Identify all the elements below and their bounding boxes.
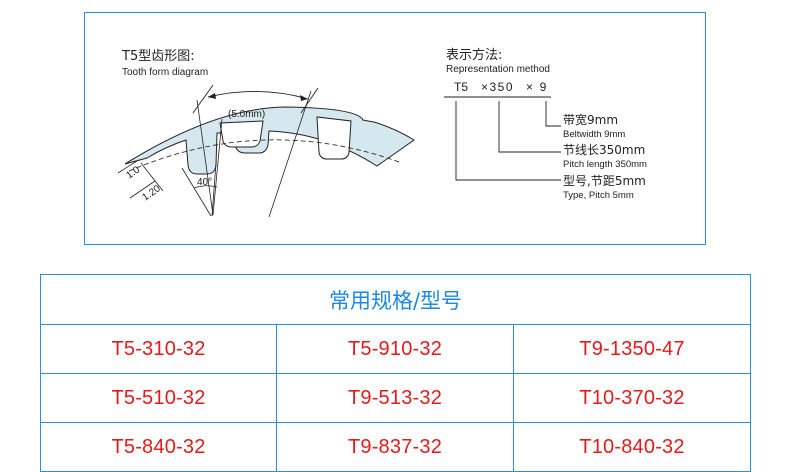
label-length-en: Pitch length 350mm [563, 159, 647, 170]
code-width: × 9 [526, 80, 547, 94]
representation-title: 表示方法: [446, 47, 502, 63]
angle-ray-3 [268, 90, 312, 218]
table-row: T5-310-32 T5-910-32 T9-1350-47 [40, 324, 751, 374]
spec-table: 常用规格/型号 T5-310-32 T5-910-32 T9-1350-47 T… [40, 274, 751, 472]
label-width-cn: 带宽9mm [563, 112, 618, 127]
label-length-cn: 节线长350mm [563, 143, 645, 157]
dim-ext-left [192, 84, 214, 114]
spec-cell: T9-513-32 [276, 373, 514, 423]
dim-pitch-label: (5.0mm) [228, 109, 265, 120]
dim-arrow-right [300, 95, 308, 101]
angle-line-left [181, 167, 212, 217]
leader-width [545, 101, 561, 127]
dim-arc-top [207, 91, 309, 100]
representation-subtitle: Representation method [446, 64, 550, 75]
spec-table-title: 常用规格/型号 [40, 274, 751, 325]
table-row: T5-840-32 T9-837-32 T10-840-32 [40, 422, 751, 472]
diagram-panel: T5型齿形图: Tooth form diagram (5.0mm) 1.0 1… [84, 12, 706, 245]
dim-left-tick-1 [117, 160, 138, 174]
table-row: T5-510-32 T9-513-32 T10-370-32 [40, 373, 751, 423]
tooth-diagram-title: T5型齿形图: [121, 49, 195, 64]
dim-left-tick-2 [129, 180, 156, 199]
angle-ray-1 [196, 99, 214, 216]
dim-arrow-left [208, 93, 216, 99]
label-type-cn: 型号,节距5mm [563, 174, 646, 188]
label-width-en: Beltwidth 9mm [563, 129, 625, 140]
tooth-gap-2 [316, 116, 352, 160]
spec-cell: T5-910-32 [276, 324, 514, 374]
spec-cell: T9-837-32 [276, 422, 514, 472]
angle-arc [193, 185, 218, 189]
angle-line-right [211, 162, 217, 217]
tooth-gap-1 [219, 120, 264, 148]
dim-left-tick-3 [140, 162, 164, 192]
spec-cell: T5-310-32 [40, 324, 277, 374]
pitch-line [128, 139, 403, 172]
spec-cell: T10-370-32 [513, 373, 751, 423]
leader-length [498, 101, 561, 153]
spec-cell: T5-510-32 [40, 373, 277, 423]
spec-table-header-row: 常用规格/型号 [40, 274, 751, 325]
belt-body [124, 106, 415, 175]
label-type-en: Type, Pitch 5mm [563, 190, 634, 201]
angle-ray-2 [212, 118, 223, 216]
dim-angle-label: 40° [197, 177, 212, 188]
code-type: T5 [454, 80, 468, 94]
spec-cell: T10-840-32 [513, 422, 751, 472]
spec-cell: T5-840-32 [40, 422, 277, 472]
dim-ext-right [300, 87, 319, 114]
tooth-diagram-subtitle: Tooth form diagram [122, 67, 208, 78]
code-length: ×350 [481, 80, 514, 94]
spec-cell: T9-1350-47 [513, 324, 751, 374]
tooth-form-diagram: T5型齿形图: Tooth form diagram (5.0mm) 1.0 1… [117, 47, 647, 218]
leader-type [455, 101, 561, 181]
